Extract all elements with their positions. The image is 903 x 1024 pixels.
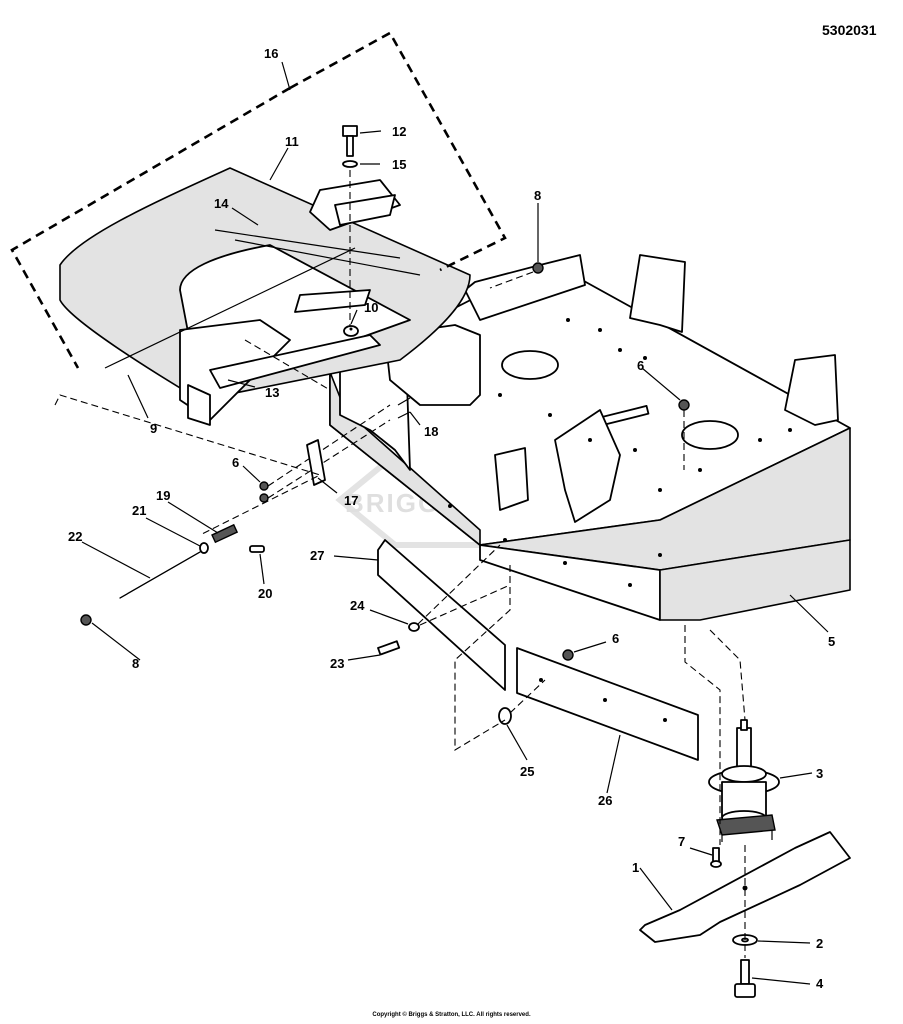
callout-20: 20 bbox=[258, 586, 272, 601]
callout-6: 6 bbox=[612, 631, 619, 646]
callout-19: 19 bbox=[156, 488, 170, 503]
spring-part bbox=[211, 523, 239, 544]
callout-16: 16 bbox=[264, 46, 278, 61]
callout-labels: 16 11 12 15 14 8 10 9 13 6 18 17 19 21 2… bbox=[68, 46, 835, 991]
callout-3: 3 bbox=[816, 766, 823, 781]
bolt-part bbox=[710, 847, 722, 868]
callout-2: 2 bbox=[816, 936, 823, 951]
callout-5: 5 bbox=[828, 634, 835, 649]
callout-11: 11 bbox=[285, 134, 299, 149]
diagram-id: 5302031 bbox=[822, 22, 877, 38]
bolt-part bbox=[342, 125, 358, 157]
callout-13: 13 bbox=[265, 385, 279, 400]
callout-21: 21 bbox=[132, 503, 146, 518]
baffle-plate-part bbox=[516, 647, 699, 761]
assembly-boundary bbox=[289, 31, 507, 272]
callout-14: 14 bbox=[214, 196, 229, 211]
callout-12: 12 bbox=[392, 124, 406, 139]
callout-7: 7 bbox=[678, 834, 685, 849]
callout-1: 1 bbox=[632, 860, 639, 875]
callout-27: 27 bbox=[310, 548, 324, 563]
clip-part bbox=[306, 439, 326, 486]
callout-26: 26 bbox=[598, 793, 612, 808]
callout-17: 17 bbox=[344, 493, 358, 508]
callout-4: 4 bbox=[816, 976, 824, 991]
leader-lines bbox=[81, 61, 829, 985]
bolt-part bbox=[734, 959, 756, 998]
nut-part bbox=[678, 399, 690, 411]
callout-22: 22 bbox=[68, 529, 82, 544]
discharge-chute-assembly bbox=[59, 167, 471, 426]
nut-part bbox=[532, 262, 544, 274]
spindle-assembly-part bbox=[708, 719, 780, 842]
callout-18: 18 bbox=[424, 424, 438, 439]
callout-10: 10 bbox=[364, 300, 378, 315]
callout-15: 15 bbox=[392, 157, 406, 172]
callout-8: 8 bbox=[132, 656, 139, 671]
callout-24: 24 bbox=[350, 598, 365, 613]
copyright-notice: Copyright © Briggs & Stratton, LLC. All … bbox=[372, 1012, 531, 1018]
callout-9: 9 bbox=[150, 421, 157, 436]
washer-part bbox=[342, 160, 358, 168]
callout-23: 23 bbox=[330, 656, 344, 671]
callout-8: 8 bbox=[534, 188, 541, 203]
callout-6: 6 bbox=[232, 455, 239, 470]
callout-25: 25 bbox=[520, 764, 534, 779]
nut-part bbox=[343, 325, 359, 337]
callout-6: 6 bbox=[637, 358, 644, 373]
